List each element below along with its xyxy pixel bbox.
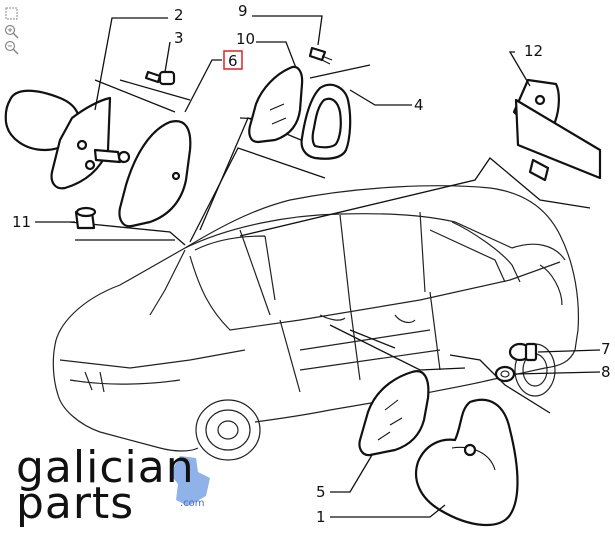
- part-3-screw[interactable]: [144, 70, 176, 86]
- zoom-in-button[interactable]: [4, 24, 20, 40]
- callout-2[interactable]: 2: [174, 6, 184, 24]
- part-5-right-mirror-cover[interactable]: [358, 370, 430, 457]
- fit-page-icon: [5, 7, 18, 20]
- part-7-fitting[interactable]: [508, 342, 538, 362]
- car-outline: [52, 185, 579, 461]
- zoom-out-button[interactable]: [4, 40, 20, 56]
- galicianparts-logo: galician parts .com: [10, 442, 210, 529]
- callout-5[interactable]: 5: [316, 483, 326, 501]
- callout-10[interactable]: 10: [236, 30, 255, 48]
- callout-1[interactable]: 1: [316, 508, 326, 526]
- part-12-interior-mirror[interactable]: [512, 78, 602, 182]
- part-11-clip[interactable]: [74, 206, 97, 230]
- part-8-nut[interactable]: [494, 365, 516, 383]
- callout-6-highlight: [223, 50, 243, 70]
- part-9-screw[interactable]: [308, 46, 333, 65]
- spain-map-shape: [170, 456, 210, 506]
- callout-labels: 2 3 6 9 10 4 12 11 7 8 5 1: [12, 2, 611, 526]
- logo-line-2: parts: [16, 478, 135, 529]
- part-6-left-mirror-cover[interactable]: [118, 120, 192, 228]
- fit-page-button[interactable]: [4, 6, 20, 22]
- callout-3[interactable]: 3: [174, 29, 184, 47]
- callout-7[interactable]: 7: [601, 340, 611, 358]
- callout-11[interactable]: 11: [12, 213, 31, 231]
- callout-leaders: [35, 15, 601, 518]
- callout-4[interactable]: 4: [414, 96, 424, 114]
- zoom-out-icon: [4, 40, 19, 55]
- part-2-left-mirror[interactable]: [4, 89, 131, 190]
- zoom-in-icon: [4, 24, 19, 39]
- part-10-triangle-panel[interactable]: [248, 65, 304, 144]
- callout-6[interactable]: 6: [228, 52, 238, 70]
- callout-12[interactable]: 12: [524, 42, 543, 60]
- callout-9[interactable]: 9: [238, 2, 248, 20]
- logo-domain: .com: [180, 498, 205, 509]
- leader-lines: [69, 64, 591, 414]
- part-1-right-mirror[interactable]: [414, 398, 519, 527]
- callout-8[interactable]: 8: [601, 363, 611, 381]
- part-4-triangle-seal[interactable]: [300, 83, 352, 160]
- logo-line-1: galician: [16, 442, 195, 493]
